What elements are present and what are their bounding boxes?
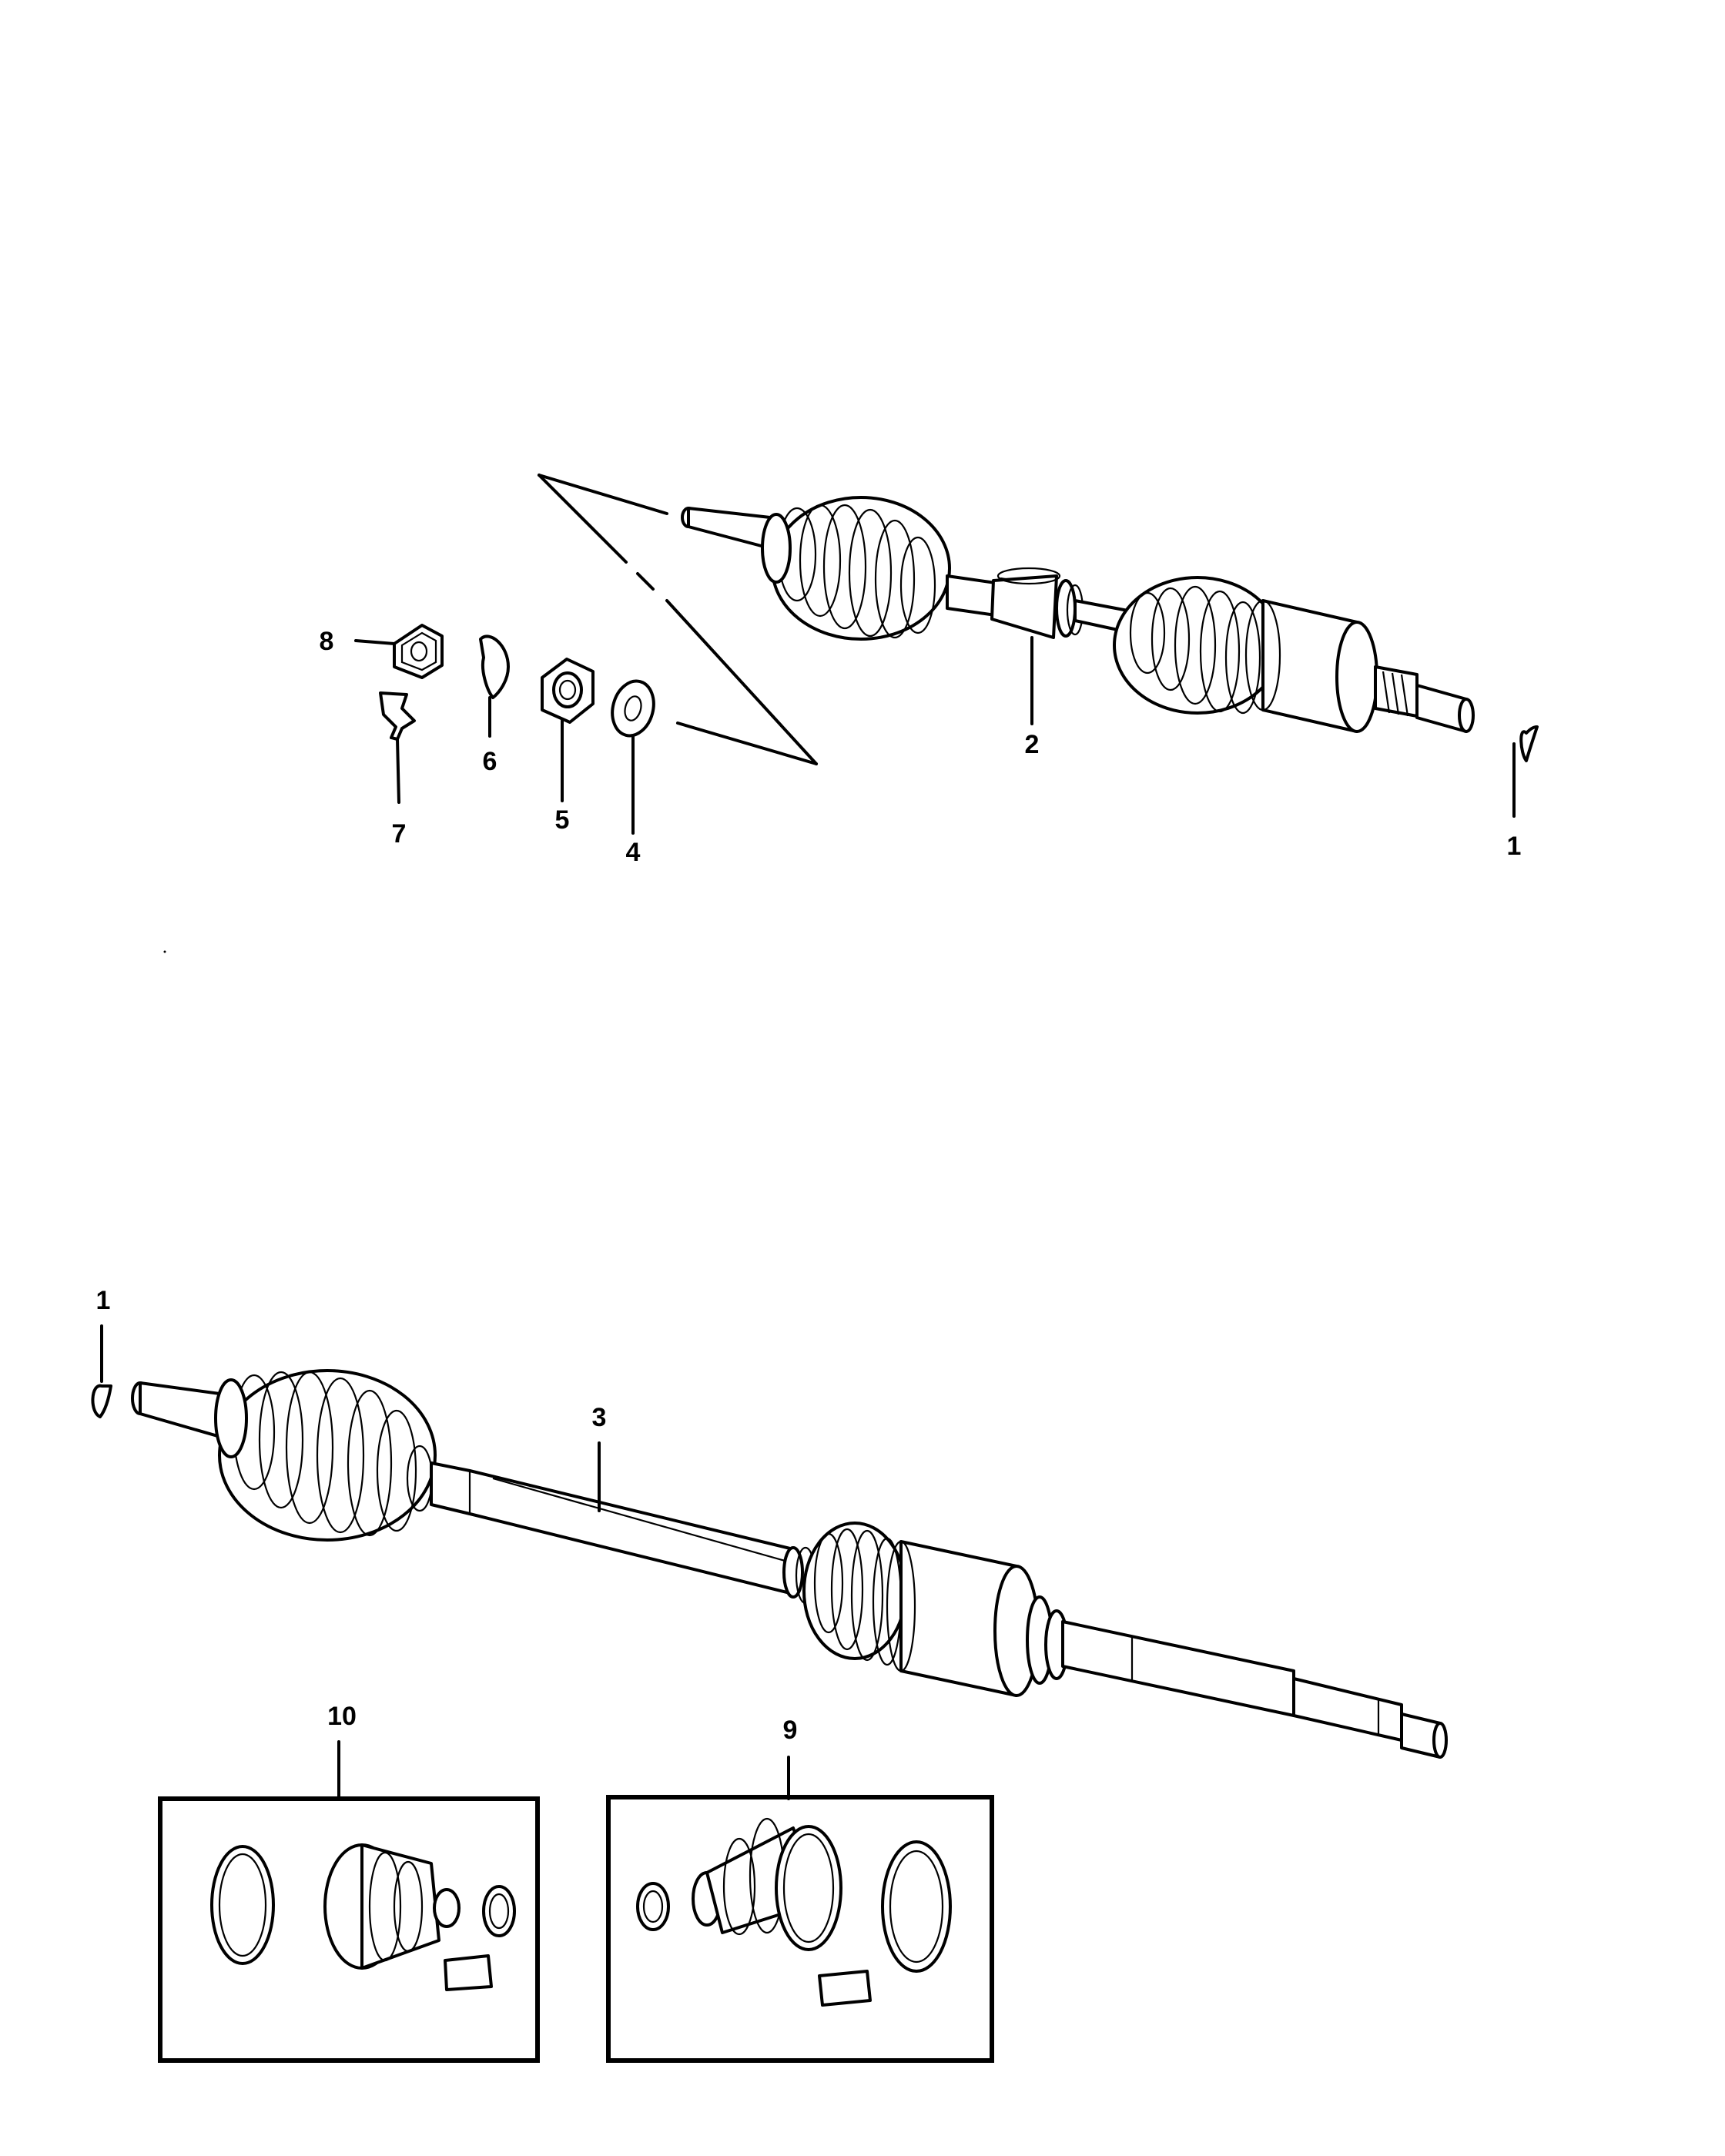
outer-cv-boot bbox=[761, 496, 951, 641]
tripod-housing bbox=[1244, 599, 1378, 733]
hex-nut bbox=[541, 658, 595, 724]
left-axle-shaft-assembly bbox=[538, 474, 1475, 765]
callout-10: 10 bbox=[327, 1702, 357, 1731]
outer-cv-boot-bottom bbox=[214, 1369, 437, 1542]
main-shaft bbox=[430, 1461, 795, 1595]
retaining-clip bbox=[479, 634, 510, 699]
castle-nut bbox=[393, 624, 444, 679]
callout-5: 5 bbox=[555, 805, 570, 835]
inner-housing-bottom bbox=[886, 1540, 1069, 1697]
callout-8: 8 bbox=[320, 627, 334, 656]
callout-2: 2 bbox=[1025, 730, 1040, 759]
output-stub-bottom bbox=[1061, 1620, 1448, 1759]
outer-stub-shaft-bottom bbox=[131, 1381, 233, 1441]
callout-1-bottom: 1 bbox=[96, 1286, 111, 1315]
inner-cv-boot-bottom bbox=[782, 1522, 907, 1666]
hub-snap-ring-top bbox=[1519, 725, 1539, 762]
outer-stub-shaft bbox=[681, 507, 772, 550]
inner-boot-kit-box bbox=[606, 1795, 994, 2063]
leader-lines-top bbox=[354, 636, 1516, 835]
right-axle-shaft-assembly bbox=[91, 1369, 1448, 1759]
callout-3: 3 bbox=[592, 1403, 607, 1432]
washer bbox=[611, 679, 655, 738]
reference-bracket bbox=[538, 474, 818, 765]
callout-7: 7 bbox=[392, 819, 407, 849]
stray-dot bbox=[163, 950, 166, 953]
cotter-pin bbox=[379, 691, 416, 741]
callout-1-top: 1 bbox=[1507, 832, 1522, 861]
callout-labels: 8 6 7 5 4 2 1 1 3 10 9 bbox=[96, 627, 1522, 1745]
leader-lines-bottom bbox=[100, 1324, 790, 1800]
outer-boot-kit-box bbox=[158, 1796, 540, 2063]
inner-cv-boot bbox=[1113, 576, 1282, 715]
callout-6: 6 bbox=[483, 747, 497, 776]
intermediate-shaft bbox=[946, 567, 1134, 639]
hub-snap-ring-bottom bbox=[91, 1384, 112, 1418]
callout-9: 9 bbox=[783, 1716, 798, 1745]
callout-4: 4 bbox=[626, 838, 641, 867]
splined-stub bbox=[1374, 665, 1475, 733]
